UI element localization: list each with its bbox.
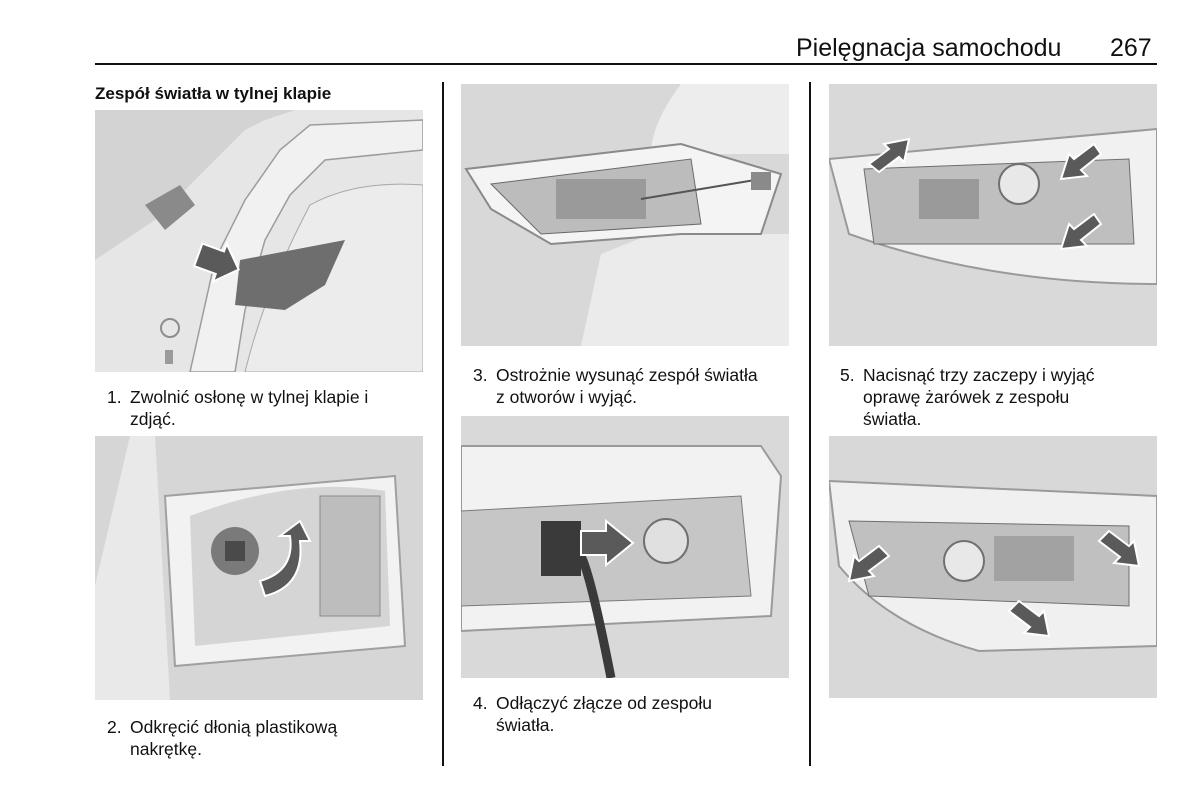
step-text: Nacisnąć trzy zaczepy i wyjąć oprawę żar…: [863, 364, 1094, 430]
step-number: 3.: [473, 365, 488, 385]
figure-light-assembly: [461, 84, 789, 346]
column-divider-2: [809, 82, 811, 766]
figure-bulb-holder-clips: [829, 84, 1157, 346]
step-text-line: z otworów i wyjąć.: [496, 387, 638, 407]
step-text-line: Odłączyć złącze od zespołu: [496, 693, 712, 713]
arrow-icon: [1007, 599, 1051, 638]
figure-bulb-holder-alt: [829, 436, 1157, 698]
step-number: 5.: [840, 365, 855, 385]
arrow-icon: [847, 544, 891, 583]
step-number: 1.: [107, 387, 122, 407]
step-text-line: oprawę żarówek z zespołu: [863, 387, 1070, 407]
step-text-line: zdjąć.: [130, 409, 176, 429]
step-text: Ostrożnie wysunąć zespół światła z otwor…: [496, 364, 758, 408]
header-rule: [95, 63, 1157, 65]
step-text-line: Ostrożnie wysunąć zespół światła: [496, 365, 758, 385]
arrow-icon: [192, 241, 241, 284]
step-number: 4.: [473, 693, 488, 713]
step-text-line: Odkręcić dłonią plastikową: [130, 717, 338, 737]
section-title: Zespół światła w tylnej klapie: [95, 84, 332, 103]
rotate-arrow-icon: [258, 519, 312, 598]
step-text-line: Nacisnąć trzy zaczepy i wyjąć: [863, 365, 1095, 385]
page-number: 267: [1110, 34, 1152, 62]
step-1: 1. Zwolnić osłonę w tylnej klapie i zdją…: [107, 386, 427, 432]
step-3: 3. Ostrożnie wysunąć zespół światła z ot…: [473, 364, 803, 410]
arrow-icon: [1059, 142, 1103, 181]
step-text-line: Zwolnić osłonę w tylnej klapie i: [130, 387, 369, 407]
running-header-title: Pielęgnacja samochodu: [796, 34, 1062, 62]
step-5: 5. Nacisnąć trzy zaczepy i wyjąć oprawę …: [840, 364, 1160, 432]
step-text: Odkręcić dłonią plastikową nakrętkę.: [130, 716, 337, 760]
step-text: Odłączyć złącze od zespołu światła.: [496, 692, 712, 736]
step-text-line: nakrętkę.: [130, 739, 202, 759]
arrow-icon: [867, 137, 911, 174]
figure-tailgate-cover: [95, 110, 423, 372]
figure-plastic-nut: [95, 436, 423, 700]
column-divider-1: [442, 82, 444, 766]
arrow-icon: [1059, 212, 1103, 251]
arrow-icon: [580, 518, 635, 568]
step-text: Zwolnić osłonę w tylnej klapie i zdjąć.: [130, 386, 368, 430]
step-number: 2.: [107, 717, 122, 737]
arrow-icon: [1097, 529, 1141, 568]
step-2: 2. Odkręcić dłonią plastikową nakrętkę.: [107, 716, 427, 762]
step-text-line: światła.: [863, 409, 922, 429]
step-text-line: światła.: [496, 715, 555, 735]
step-4: 4. Odłączyć złącze od zespołu światła.: [473, 692, 803, 738]
figure-connector: [461, 416, 789, 678]
